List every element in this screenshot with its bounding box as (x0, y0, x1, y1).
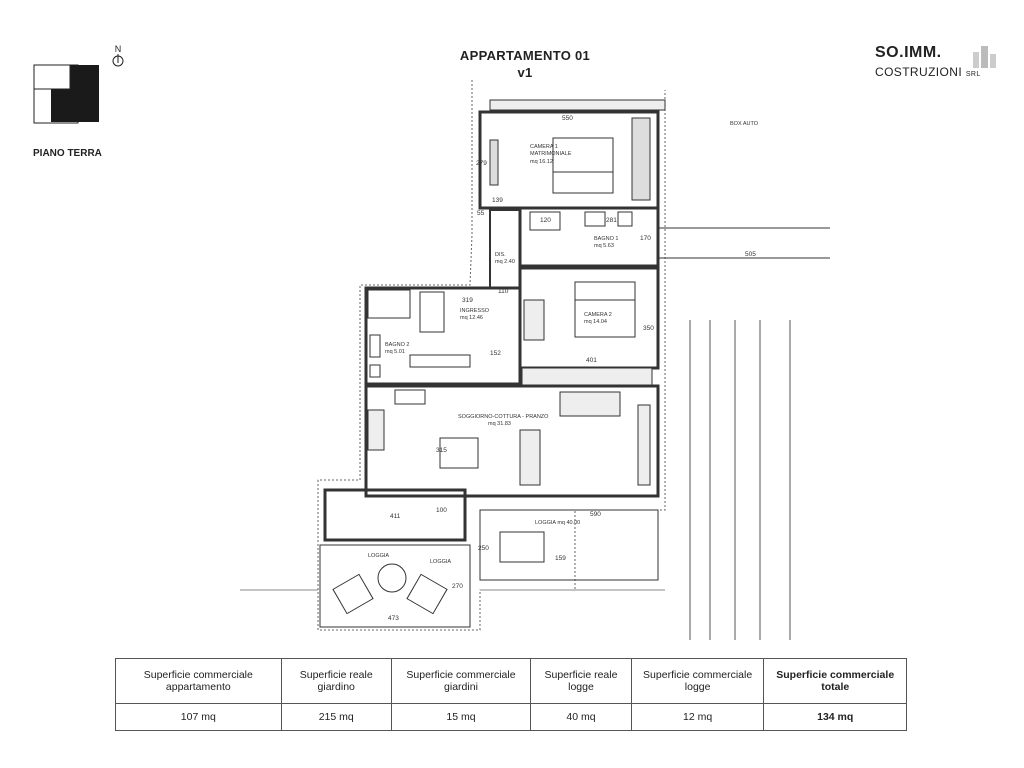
area-table: Superficie commerciale appartamento Supe… (115, 658, 907, 731)
dim-270: 270 (452, 583, 463, 590)
room-dis-area: mq 2.40 (495, 259, 515, 265)
area-value-cell: 12 mq (630, 703, 765, 731)
dim-170: 170 (640, 235, 651, 242)
dim-319: 319 (462, 297, 473, 304)
dim-100: 100 (436, 507, 447, 514)
north-arrow-icon (112, 54, 124, 67)
room-camera1-sub: MATRIMONIALE (530, 151, 572, 157)
area-header-cell-total: Superficie commerciale totale (763, 658, 907, 704)
room-soggiorno-area: mq 31.83 (488, 421, 511, 427)
room-loggia-big: LOGGIA mq 40.00 (535, 520, 580, 526)
dim-401: 401 (586, 357, 597, 364)
dim-505: 505 (745, 251, 756, 258)
area-table-header-row: Superficie commerciale appartamento Supe… (115, 658, 907, 704)
room-box-auto: BOX AUTO (730, 121, 759, 127)
brand-sub-text: COSTRUZIONI (875, 65, 963, 79)
dim-411: 411 (390, 513, 401, 520)
area-header-cell: Superficie commerciale appartamento (115, 658, 282, 704)
dim-473: 473 (388, 615, 399, 622)
north-indicator: N (108, 44, 128, 74)
room-camera1-name: CAMERA 1 (530, 144, 558, 150)
page-title: APPARTAMENTO 01 v1 (440, 48, 610, 80)
area-header-cell: Superficie reale logge (530, 658, 632, 704)
dim-281: 281 (606, 217, 617, 224)
room-loggia-small: LOGGIA (368, 553, 389, 559)
company-logo: SO.IMM. COSTRUZIONI SRL (875, 44, 1010, 84)
room-bagno1-area: mq 5.63 (594, 243, 614, 249)
area-value-cell: 215 mq (280, 703, 392, 731)
dim-139: 139 (492, 197, 503, 204)
building-logo-icon (973, 46, 996, 68)
dim-279: 279 (476, 160, 487, 167)
room-bagno1-name: BAGNO 1 (594, 236, 618, 242)
dim-152: 152 (490, 350, 501, 357)
dim-250: 250 (478, 545, 489, 552)
dim-315: 315 (436, 447, 447, 454)
room-bagno2-name: BAGNO 2 (385, 342, 409, 348)
dim-55: 55 (477, 210, 485, 217)
floor-plan: CAMERA 1 MATRIMONIALE mq 16.12 BAGNO 1 m… (240, 80, 830, 640)
title-line-2: v1 (517, 65, 533, 80)
north-label: N (114, 44, 122, 54)
dim-120: 120 (540, 217, 551, 224)
room-bagno2-area: mq 5.01 (385, 349, 405, 355)
area-header-cell: Superficie commerciale logge (630, 658, 765, 704)
brand-sub: COSTRUZIONI SRL (875, 65, 981, 79)
brand-main: SO.IMM. (875, 44, 942, 61)
room-camera2-name: CAMERA 2 (584, 312, 612, 318)
key-plan-icon (33, 64, 105, 126)
title-line-1: APPARTAMENTO 01 (459, 48, 591, 63)
floor-label: PIANO TERRA (33, 148, 102, 159)
dim-350: 350 (643, 325, 654, 332)
area-value-cell: 40 mq (530, 703, 632, 731)
room-camera2-area: mq 14.04 (584, 319, 607, 325)
dim-590: 590 (590, 511, 601, 518)
dim-110: 110 (498, 288, 509, 295)
room-ingresso-area: mq 12.46 (460, 315, 483, 321)
area-table-value-row: 107 mq 215 mq 15 mq 40 mq 12 mq 134 mq (115, 703, 907, 731)
room-ingresso-name: INGRESSO (460, 308, 490, 314)
area-header-cell: Superficie reale giardino (280, 658, 392, 704)
area-value-cell: 15 mq (390, 703, 532, 731)
dim-159: 159 (555, 555, 566, 562)
area-value-cell: 107 mq (115, 703, 282, 731)
room-dis-name: DIS. (495, 252, 506, 258)
room-camera1-area: mq 16.12 (530, 159, 553, 165)
brand-suffix: SRL (965, 71, 981, 78)
room-soggiorno-name: SOGGIORNO-COTTURA - PRANZO (458, 414, 549, 420)
dim-550: 550 (562, 115, 573, 122)
room-loggia-small-2: LOGGIA (430, 559, 451, 565)
area-header-cell: Superficie commerciale giardini (390, 658, 532, 704)
area-value-cell-total: 134 mq (763, 703, 907, 731)
